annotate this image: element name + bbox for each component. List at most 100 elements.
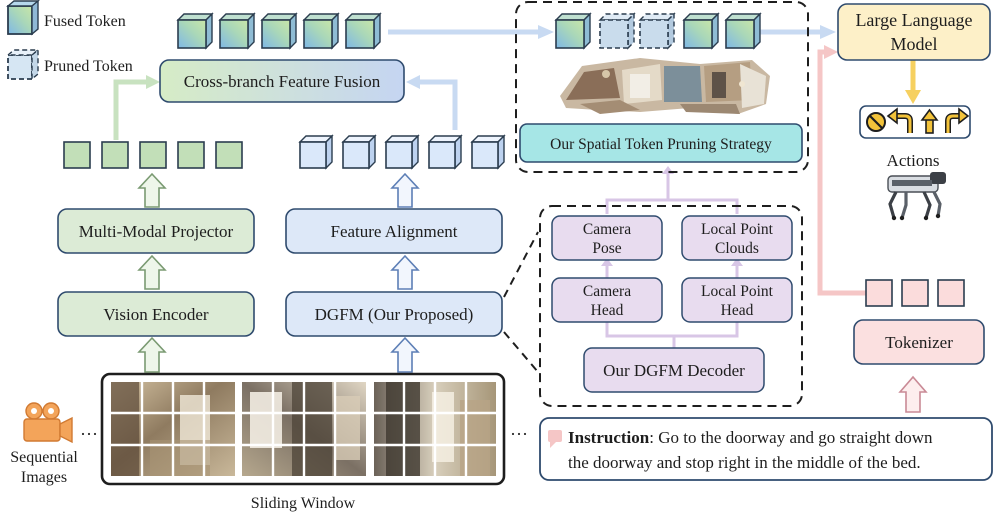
sliding-window-label: Sliding Window: [251, 495, 356, 512]
vision-token: [139, 141, 167, 169]
vision-token: [215, 141, 243, 169]
instruction-line1: : Go to the doorway and go straight down: [649, 428, 933, 447]
turn-right-action-icon: [945, 107, 970, 133]
svg-text:Instruction: Go to the doorway: Instruction: Go to the doorway and go st…: [568, 428, 933, 447]
llm-block: Large Language Model: [837, 3, 991, 61]
fused-token-cube: [344, 12, 382, 50]
fused-token-cube: [682, 12, 720, 50]
text-token: [937, 279, 965, 307]
fused-token-cube: [218, 12, 256, 50]
ellipsis-right: ···: [510, 424, 528, 444]
up-arrows-blue: [390, 172, 420, 373]
camera-pose-block: Camera Pose: [551, 215, 663, 261]
arrow-llm-to-actions: [905, 60, 921, 104]
up-arrow-tokenizer: [898, 375, 928, 413]
arrow-alignment-to-tokens: [390, 172, 420, 208]
turn-left-action-icon: [886, 107, 913, 133]
vision-token: [101, 141, 129, 169]
llm-line2: Model: [891, 34, 938, 54]
fused-token-cube: [554, 12, 592, 50]
text-token: [865, 279, 893, 307]
text-token: [901, 279, 929, 307]
vision-encoder-label: Vision Encoder: [103, 305, 209, 324]
dgfm-decoder-region: Camera Pose Local Point Clouds Camera He…: [539, 205, 803, 407]
feature-alignment-block: Feature Alignment: [285, 208, 503, 254]
arrow-vision-encoder-to-projector: [137, 254, 167, 290]
camera-head-line2: Head: [591, 302, 624, 319]
vision-token: [177, 141, 205, 169]
fused-tokens-top: [176, 12, 382, 50]
camera-head-block: Camera Head: [551, 277, 663, 323]
action-icons: [859, 105, 971, 139]
local-point-head-line1: Local Point: [701, 283, 774, 300]
vision-token: [63, 141, 91, 169]
arrow-instruction-to-tokenizer: [898, 375, 928, 413]
multimodal-projector-label: Multi-Modal Projector: [79, 222, 234, 241]
cross-branch-fusion-block: Cross-branch Feature Fusion: [159, 59, 405, 103]
fused-token-cube: [176, 12, 214, 50]
arrow-projector-to-tokens: [137, 172, 167, 208]
instruction-heading: Instruction: [568, 428, 650, 447]
arrow-images-to-dgfm: [390, 336, 420, 373]
local-point-head-line2: Head: [721, 302, 754, 319]
local-point-head-block: Local Point Head: [681, 277, 793, 323]
tokenizer-block: Tokenizer: [853, 319, 985, 365]
legend-pruned-token-swatch: [6, 48, 40, 81]
tokenizer-label: Tokenizer: [885, 333, 953, 352]
camera-head-line1: Camera: [583, 283, 631, 300]
local-point-clouds-line2: Clouds: [715, 240, 759, 257]
dgfm-label: DGFM (Our Proposed): [315, 305, 474, 324]
dgfm-decoder-block: Our DGFM Decoder: [583, 347, 765, 393]
geometry-token-cube: [427, 134, 463, 170]
arrow-images-to-vision-encoder: [137, 336, 167, 373]
legend: Fused Token Pruned Token: [6, 0, 133, 81]
robot-dog-icon: [887, 172, 946, 221]
actions-label: Actions: [887, 151, 940, 170]
legend-fused-token-swatch: [6, 0, 40, 36]
pruned-token-cube: [638, 12, 676, 50]
local-point-clouds-line1: Local Point: [701, 221, 774, 238]
zoom-lines: [503, 231, 539, 373]
legend-pruned-token-label: Pruned Token: [44, 58, 133, 75]
geometry-token-cube: [470, 134, 506, 170]
vision-encoder-block: Vision Encoder: [57, 291, 255, 337]
patch-grid: [111, 382, 496, 476]
llm-line1: Large Language: [855, 10, 972, 30]
instruction-line2: the doorway and stop right in the middle…: [568, 453, 921, 472]
instruction-box: Instruction: Go to the doorway and go st…: [539, 417, 993, 481]
arrow-dgfm-to-alignment: [390, 254, 420, 290]
cross-branch-fusion-label: Cross-branch Feature Fusion: [184, 72, 381, 91]
arrow-vision-tokens-to-fusion: [113, 75, 160, 140]
up-arrows: [137, 172, 167, 373]
fused-token-cube: [302, 12, 340, 50]
sequential-images-line1: Sequential: [10, 449, 78, 466]
sequential-images-line2: Images: [21, 469, 67, 486]
spatial-pruning-region: Our Spatial Token Pruning Strategy: [515, 1, 809, 173]
fused-token-cube: [260, 12, 298, 50]
geometry-token-cube: [341, 134, 377, 170]
arrow-text-tokens-to-llm: [817, 45, 866, 296]
video-camera-icon: [23, 402, 73, 444]
dgfm-decoder-label: Our DGFM Decoder: [603, 361, 745, 380]
point-cloud-reconstruction: [560, 58, 770, 114]
arrow-pruning-to-llm: [760, 25, 836, 39]
fused-token-cube: [724, 12, 762, 50]
sliding-window: [100, 372, 506, 486]
feature-alignment-label: Feature Alignment: [330, 222, 457, 241]
text-token-row: [865, 279, 965, 307]
camera-pose-line1: Camera: [583, 221, 631, 238]
local-point-clouds-block: Local Point Clouds: [681, 215, 793, 261]
sequential-images-icon-group: Sequential Images: [10, 402, 78, 486]
camera-pose-line2: Pose: [592, 240, 621, 257]
pruned-token-row: [554, 12, 762, 50]
speech-bubble-icon: [548, 430, 562, 448]
geometry-token-cube: [384, 134, 420, 170]
arrow-fusion-to-pruning: [388, 25, 554, 39]
geometry-token-cube: [298, 134, 334, 170]
geometry-token-row: [298, 134, 506, 170]
ellipsis-left: ···: [80, 424, 98, 444]
multimodal-projector-block: Multi-Modal Projector: [57, 208, 255, 254]
dgfm-block: DGFM (Our Proposed): [285, 291, 503, 337]
spatial-pruning-label: Our Spatial Token Pruning Strategy: [550, 136, 772, 153]
